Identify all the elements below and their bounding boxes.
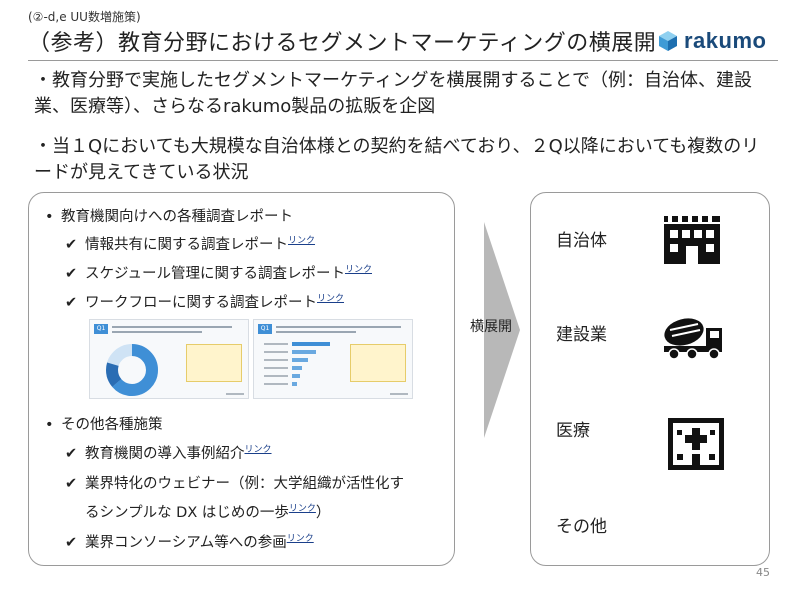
report-thumbnail: Q1 — [89, 319, 249, 399]
initiative-item: ✔ 教育機関の導入事例紹介リンク — [65, 442, 272, 463]
report-item-label: 情報共有に関する調査レポート — [85, 237, 288, 253]
rakumo-logo: rakumo — [658, 28, 766, 54]
thumbnail-text-line — [112, 331, 202, 333]
report-link[interactable]: リンク — [317, 294, 345, 305]
donut-chart-icon — [106, 344, 158, 396]
bullet-other-initiatives: •その他各種施策 — [45, 417, 163, 433]
initiative-link[interactable]: リンク — [286, 534, 314, 545]
intro-line-1: ・教育分野で実施したセグメントマーケティングを横展開することで（例：自治体、建設… — [34, 70, 753, 117]
target-segments-panel — [530, 192, 770, 566]
initiative-link[interactable]: リンク — [244, 445, 272, 456]
check-icon: ✔ — [65, 476, 78, 492]
check-icon: ✔ — [65, 295, 78, 311]
report-thumbnail: Q1 — [253, 319, 413, 399]
cement-truck-icon — [664, 318, 722, 360]
check-icon: ✔ — [65, 237, 78, 253]
initiative-link[interactable]: リンク — [288, 504, 316, 515]
intro-line-2: ・当１Qにおいても大規模な自治体様との契約を結べており、２Q以降においても複数の… — [34, 136, 760, 183]
expansion-arrow-icon — [484, 222, 520, 438]
bullet-other-title: その他各種施策 — [61, 417, 163, 433]
initiatives-panel: •教育機関向けへの各種調査レポート ✔情報共有に関する調査レポートリンク ✔スケ… — [28, 192, 455, 566]
report-item: ✔ 情報共有に関する調査レポートリンク — [65, 233, 315, 254]
section-sub-label: (②-d,e UU数増施策) — [28, 10, 141, 24]
page-title: （参考）教育分野におけるセグメントマーケティングの横展開 — [28, 31, 657, 56]
hospital-icon — [668, 418, 724, 470]
initiative-item: ✔ 業界特化のウェビナー（例：大学組織が活性化す — [65, 472, 404, 493]
bar-chart-icon — [264, 342, 330, 386]
segment-label-medical: 医療 — [556, 421, 590, 441]
report-item-label: ワークフローに関する調査レポート — [85, 295, 317, 311]
thumbnail-note-box — [350, 344, 406, 382]
thumbnail-text-line — [112, 326, 232, 328]
logo-cube-icon — [659, 31, 677, 51]
check-icon: ✔ — [65, 535, 78, 551]
thumbnail-footer — [390, 393, 408, 395]
segment-label-other: その他 — [556, 517, 607, 537]
bullet-reports: •教育機関向けへの各種調査レポート — [45, 209, 293, 225]
report-item-label: スケジュール管理に関する調査レポート — [85, 266, 345, 282]
segment-label-construction: 建設業 — [556, 325, 607, 345]
question-tag: Q1 — [258, 324, 272, 334]
bullet-reports-title: 教育機関向けへの各種調査レポート — [61, 209, 293, 225]
thumbnail-text-line — [276, 326, 401, 328]
check-icon: ✔ — [65, 446, 78, 462]
initiative-item-continuation: るシンプルな DX はじめの一歩リンク） — [85, 504, 331, 521]
initiative-item-label: 教育機関の導入事例紹介 — [85, 446, 245, 462]
page-number: 45 — [756, 566, 770, 579]
report-link[interactable]: リンク — [344, 265, 372, 276]
report-item: ✔ スケジュール管理に関する調査レポートリンク — [65, 262, 372, 283]
logo-text: rakumo — [684, 28, 767, 53]
expansion-label: 横展開 — [470, 319, 512, 335]
thumbnail-text-line — [276, 331, 356, 333]
thumbnail-footer — [226, 393, 244, 395]
question-tag: Q1 — [94, 324, 108, 334]
report-link[interactable]: リンク — [288, 236, 316, 247]
report-item: ✔ ワークフローに関する調査レポートリンク — [65, 291, 344, 312]
check-icon: ✔ — [65, 266, 78, 282]
title-divider — [28, 60, 778, 61]
thumbnail-note-box — [186, 344, 242, 382]
city-hall-icon — [664, 216, 720, 264]
initiative-item-label: 業界コンソーシアム等への参画 — [85, 535, 287, 551]
segment-label-municipality: 自治体 — [556, 231, 607, 251]
initiative-item-label: 業界特化のウェビナー（例：大学組織が活性化す — [85, 476, 404, 492]
initiative-item: ✔ 業界コンソーシアム等への参画リンク — [65, 531, 314, 552]
